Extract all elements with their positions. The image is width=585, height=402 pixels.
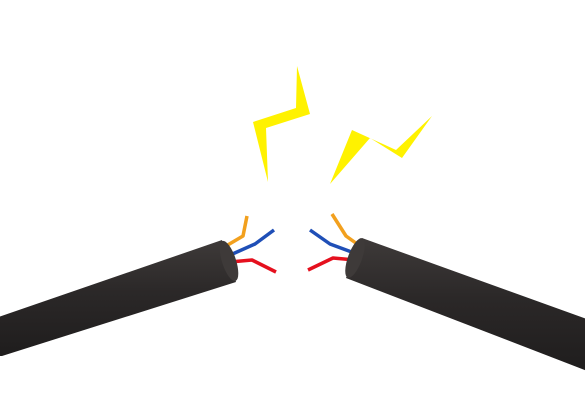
lightning-bolt-icon — [330, 116, 432, 184]
spark-right — [330, 116, 432, 184]
red-wire — [229, 258, 277, 274]
left-exposed-wires — [225, 215, 277, 274]
spark-left — [253, 66, 310, 182]
cable-cut-end — [219, 240, 239, 282]
lightning-bolt-icon — [253, 66, 310, 182]
cable-cut-end — [345, 238, 365, 278]
left-cable-segment — [0, 215, 277, 356]
cable-jacket — [346, 238, 585, 371]
orange-wire — [330, 213, 362, 248]
orange-wire — [225, 215, 249, 248]
blue-wire — [227, 228, 276, 258]
cable-jacket — [0, 240, 236, 356]
blue-wire — [308, 228, 358, 256]
right-cable-segment — [307, 213, 585, 371]
